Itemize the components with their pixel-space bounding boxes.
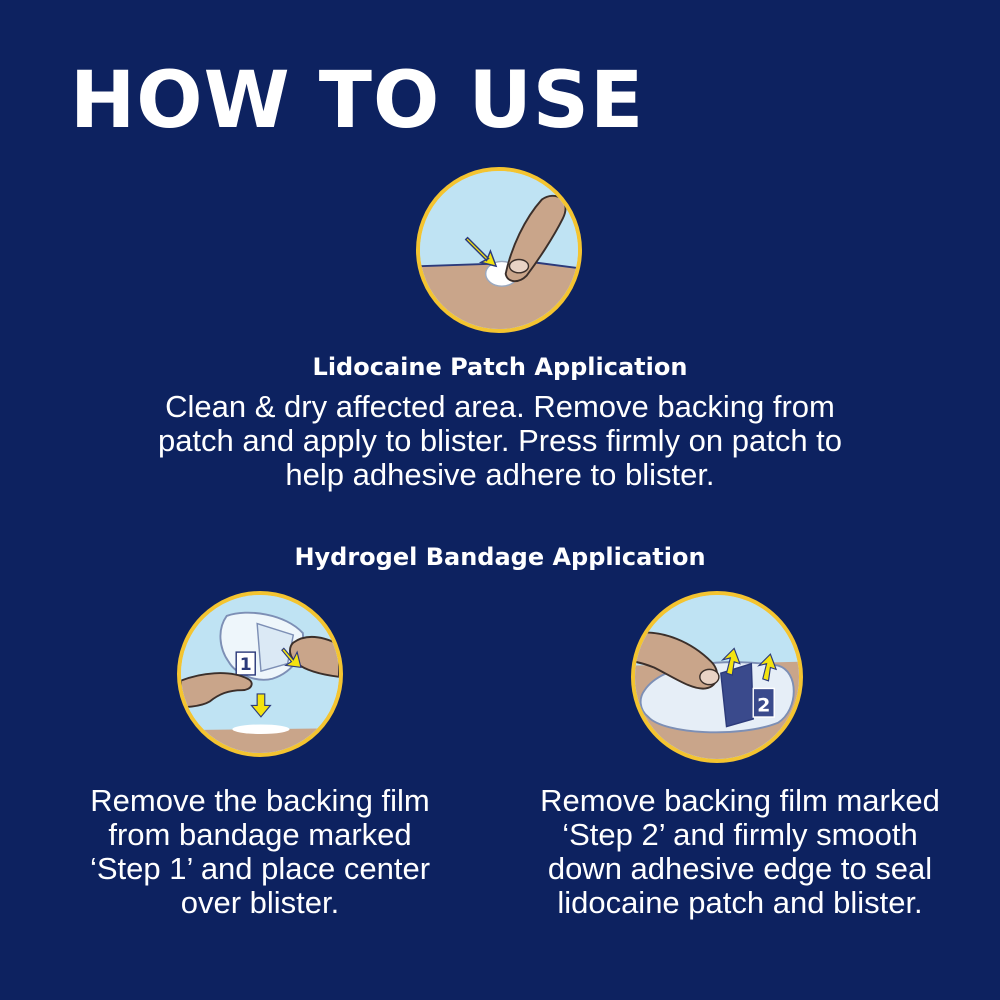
step2-badge xyxy=(752,687,775,718)
arrow-icon xyxy=(281,647,302,669)
arrow-up-icon xyxy=(757,653,778,682)
step1-line: over blister. xyxy=(180,885,340,920)
step1-line: ‘Step 1’ and place center xyxy=(89,851,431,886)
step1-line: from bandage marked xyxy=(108,817,412,852)
hand-right-shape xyxy=(289,636,339,678)
step2-line: Remove backing film marked xyxy=(540,783,940,818)
arrow-icon xyxy=(464,236,498,268)
step1-badge-label: 1 xyxy=(240,655,252,675)
step1-line: Remove the backing film xyxy=(90,783,430,818)
step2-instructions: Remove backing film marked ‘Step 2’ and … xyxy=(480,784,1000,920)
lidocaine-heading: Lidocaine Patch Application xyxy=(312,353,688,381)
fingernail-shape xyxy=(699,668,720,686)
step2-line: ‘Step 2’ and firmly smooth xyxy=(562,817,918,852)
patch-application-illustration xyxy=(416,167,582,333)
lidocaine-line: help adhesive adhere to blister. xyxy=(285,457,715,492)
lidocaine-instructions: Clean & dry affected area. Remove backin… xyxy=(100,390,900,492)
hydrogel-heading: Hydrogel Bandage Application xyxy=(294,543,706,571)
finger-shape xyxy=(635,631,719,690)
lidocaine-line: patch and apply to blister. Press firmly… xyxy=(157,423,843,458)
blister-shape xyxy=(232,724,290,734)
step1-instructions: Remove the backing film from bandage mar… xyxy=(40,784,480,920)
arrow-up-icon xyxy=(720,647,741,676)
lidocaine-line: Clean & dry affected area. Remove backin… xyxy=(165,389,835,424)
step2-line: lidocaine patch and blister. xyxy=(557,885,923,920)
step2-illustration: 2 xyxy=(631,591,803,763)
arrow-down-icon xyxy=(250,693,272,718)
page-title: HOW TO USE xyxy=(70,56,645,146)
fingernail-shape xyxy=(508,258,530,274)
step2-badge-label: 2 xyxy=(757,694,770,716)
hand-left-shape xyxy=(181,672,253,709)
step2-line: down adhesive edge to seal xyxy=(547,851,933,886)
step1-illustration: 1 xyxy=(177,591,343,757)
step1-badge xyxy=(235,651,256,676)
